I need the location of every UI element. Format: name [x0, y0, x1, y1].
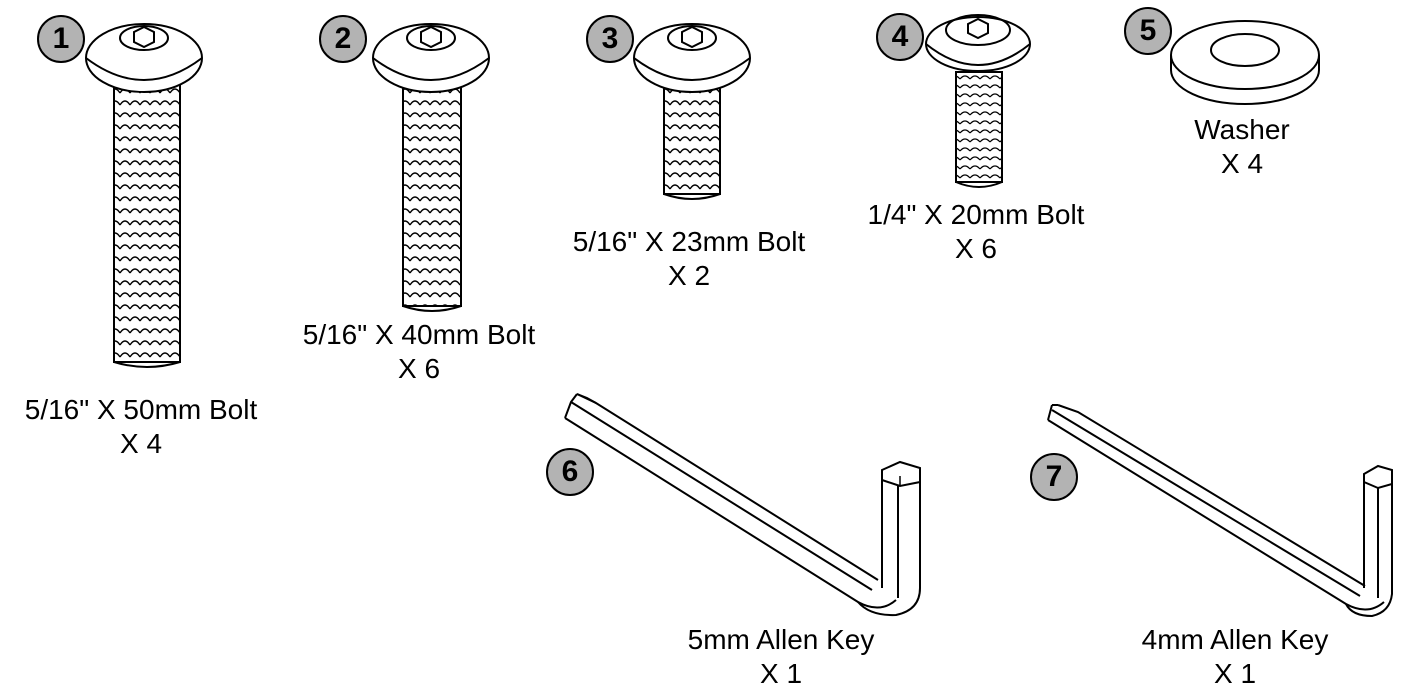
part-quantity: X 4 [1220, 148, 1264, 179]
part-quantity: X 4 [119, 428, 163, 459]
part-name: 4mm Allen Key [1141, 624, 1329, 655]
part-number-badge: 4 [876, 13, 924, 61]
part-quantity: X 1 [1213, 658, 1257, 689]
part-number-badge: 5 [1124, 7, 1172, 55]
part-name: Washer [1194, 114, 1290, 145]
allen-key-4mm-icon [1047, 404, 1393, 618]
part-number-badge: 2 [319, 15, 367, 63]
part-name: 5/16" X 50mm Bolt [24, 394, 258, 425]
part-caption-3: 5/16" X 23mm Bolt X 2 [573, 225, 806, 293]
part-number-badge: 1 [37, 15, 85, 63]
part-quantity: X 2 [667, 260, 711, 291]
part-caption-4: 1/4" X 20mm Bolt X 6 [868, 198, 1085, 266]
part-name: 1/4" X 20mm Bolt [867, 199, 1085, 230]
part-name: 5/16" X 23mm Bolt [572, 226, 806, 257]
part-quantity: X 6 [954, 233, 998, 264]
part-caption-6: 5mm Allen Key X 1 [688, 623, 875, 691]
part-caption-2: 5/16" X 40mm Bolt X 6 [303, 318, 536, 386]
part-name: 5/16" X 40mm Bolt [302, 319, 536, 350]
part-number-badge: 6 [546, 448, 594, 496]
bolt-50mm-icon [85, 23, 203, 368]
washer-icon [1170, 20, 1320, 105]
bolt-20mm-icon [925, 14, 1031, 188]
allen-key-5mm-icon [564, 393, 921, 617]
part-quantity: X 1 [759, 658, 803, 689]
part-number-badge: 7 [1030, 453, 1078, 501]
part-caption-1: 5/16" X 50mm Bolt X 4 [25, 393, 258, 461]
part-caption-7: 4mm Allen Key X 1 [1142, 623, 1329, 691]
bolt-23mm-icon [633, 23, 751, 200]
part-name: 5mm Allen Key [687, 624, 875, 655]
bolt-40mm-icon [372, 23, 490, 312]
part-caption-5: Washer X 4 [1194, 113, 1289, 181]
part-number-badge: 3 [586, 15, 634, 63]
part-quantity: X 6 [397, 353, 441, 384]
